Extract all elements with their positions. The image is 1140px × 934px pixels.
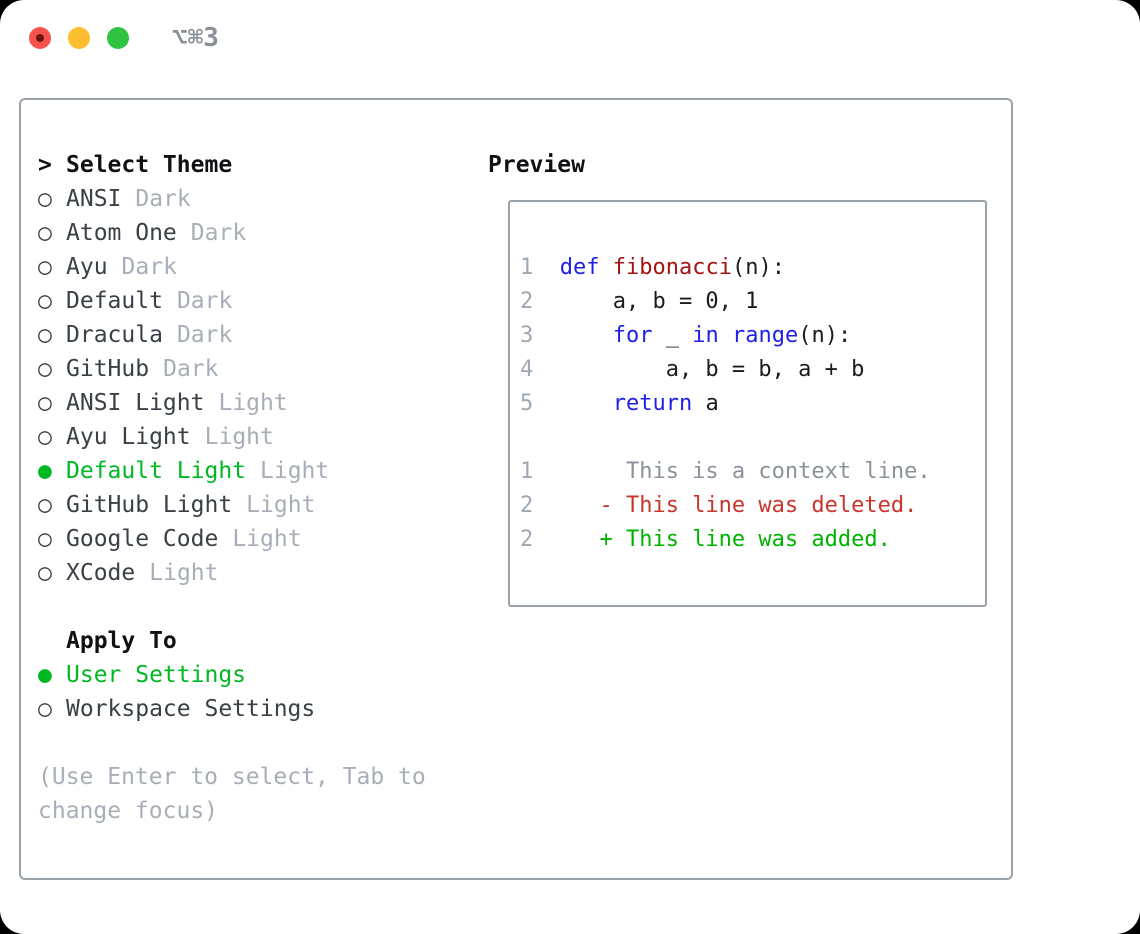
theme-list: > Select Theme ○ ANSI Dark ○ Atom One Da… xyxy=(38,148,426,828)
radio-icon: ○ xyxy=(38,288,52,314)
code-line: 1 def fibonacci(n): xyxy=(520,255,785,280)
diff-context-line: 1 This is a context line. xyxy=(520,459,931,484)
radio-icon: ○ xyxy=(38,356,52,382)
theme-name: XCode xyxy=(66,560,136,586)
tui-panel: > Select Theme ○ ANSI Dark ○ Atom One Da… xyxy=(19,98,1013,880)
theme-option-xcode[interactable]: ○ XCode Light xyxy=(38,556,426,590)
apply-to-header: Apply To xyxy=(38,624,426,658)
zoom-button[interactable] xyxy=(107,27,129,49)
diff-deleted-line: 2 - This line was deleted. xyxy=(520,493,918,518)
radio-icon: ○ xyxy=(38,492,52,518)
radio-icon: ○ xyxy=(38,186,52,212)
theme-option-github-light[interactable]: ○ GitHub Light Light xyxy=(38,488,426,522)
radio-selected-icon: ● xyxy=(38,662,52,688)
apply-option-label: User Settings xyxy=(66,662,247,688)
radio-icon: ○ xyxy=(38,220,52,246)
theme-name: Atom One xyxy=(66,220,177,246)
theme-name: Ayu xyxy=(66,254,108,280)
radio-icon: ○ xyxy=(38,322,52,348)
theme-name: Ayu Light xyxy=(66,424,191,450)
theme-name: Default Light xyxy=(66,458,247,484)
apply-option-user-settings[interactable]: ● User Settings xyxy=(38,658,426,692)
theme-option-ayu-light[interactable]: ○ Ayu Light Light xyxy=(38,420,426,454)
apply-option-workspace-settings[interactable]: ○ Workspace Settings xyxy=(38,692,426,726)
radio-icon: ○ xyxy=(38,526,52,552)
section-title: Select Theme xyxy=(66,152,233,178)
theme-variant: Light xyxy=(232,526,302,552)
theme-variant: Dark xyxy=(190,220,247,246)
theme-name: Google Code xyxy=(66,526,219,552)
theme-variant: Dark xyxy=(176,322,233,348)
theme-option-atom-one-dark[interactable]: ○ Atom One Dark xyxy=(38,216,426,250)
theme-variant: Light xyxy=(149,560,219,586)
theme-name: Default xyxy=(66,288,163,314)
theme-variant: Light xyxy=(246,492,316,518)
close-button[interactable] xyxy=(29,27,51,49)
radio-selected-icon: ● xyxy=(38,458,52,484)
section-gap xyxy=(38,726,426,760)
diff-added-line: 2 + This line was added. xyxy=(520,527,891,552)
theme-variant: Light xyxy=(218,390,288,416)
theme-option-dracula-dark[interactable]: ○ Dracula Dark xyxy=(38,318,426,352)
radio-icon: ○ xyxy=(38,254,52,280)
select-theme-header: > Select Theme xyxy=(38,148,426,182)
radio-icon: ○ xyxy=(38,696,52,722)
section-gap xyxy=(38,590,426,624)
theme-variant: Dark xyxy=(135,186,191,212)
code-line: 4 a, b = b, a + b xyxy=(520,357,865,382)
apply-option-label: Workspace Settings xyxy=(66,696,316,722)
radio-icon: ○ xyxy=(38,560,52,586)
close-button-dot xyxy=(36,34,44,42)
theme-variant: Light xyxy=(260,458,330,484)
theme-option-github-dark[interactable]: ○ GitHub Dark xyxy=(38,352,426,386)
preview-pane: 1 def fibonacci(n): 2 a, b = 0, 1 3 for … xyxy=(508,200,987,607)
theme-option-ayu-dark[interactable]: ○ Ayu Dark xyxy=(38,250,426,284)
theme-variant: Light xyxy=(204,424,274,450)
theme-variant: Dark xyxy=(176,288,233,314)
help-text-line-2: change focus) xyxy=(38,798,219,824)
minimize-button[interactable] xyxy=(68,27,90,49)
code-line: 2 a, b = 0, 1 xyxy=(520,289,759,314)
code-line: 5 return a xyxy=(520,391,719,416)
title-bar: ⌥⌘3 xyxy=(29,23,219,53)
theme-variant: Dark xyxy=(163,356,219,382)
theme-variant: Dark xyxy=(121,254,177,280)
section-title: Apply To xyxy=(66,628,177,654)
radio-icon: ○ xyxy=(38,424,52,450)
window-title: ⌥⌘3 xyxy=(172,23,219,53)
theme-name: GitHub Light xyxy=(66,492,233,518)
radio-icon: ○ xyxy=(38,390,52,416)
theme-option-ansi-dark[interactable]: ○ ANSI Dark xyxy=(38,182,426,216)
blank-line xyxy=(520,421,977,455)
focus-caret: > xyxy=(38,152,52,178)
theme-option-google-code[interactable]: ○ Google Code Light xyxy=(38,522,426,556)
help-text-line-1: (Use Enter to select, Tab to xyxy=(38,764,426,790)
preview-title: Preview xyxy=(488,152,585,178)
theme-option-default-dark[interactable]: ○ Default Dark xyxy=(38,284,426,318)
theme-name: ANSI xyxy=(66,186,122,212)
theme-option-ansi-light[interactable]: ○ ANSI Light Light xyxy=(38,386,426,420)
theme-option-default-light[interactable]: ● Default Light Light xyxy=(38,454,426,488)
theme-name: ANSI Light xyxy=(66,390,205,416)
theme-name: Dracula xyxy=(66,322,163,348)
code-line: 3 for _ in range(n): xyxy=(520,323,852,348)
theme-name: GitHub xyxy=(66,356,150,382)
